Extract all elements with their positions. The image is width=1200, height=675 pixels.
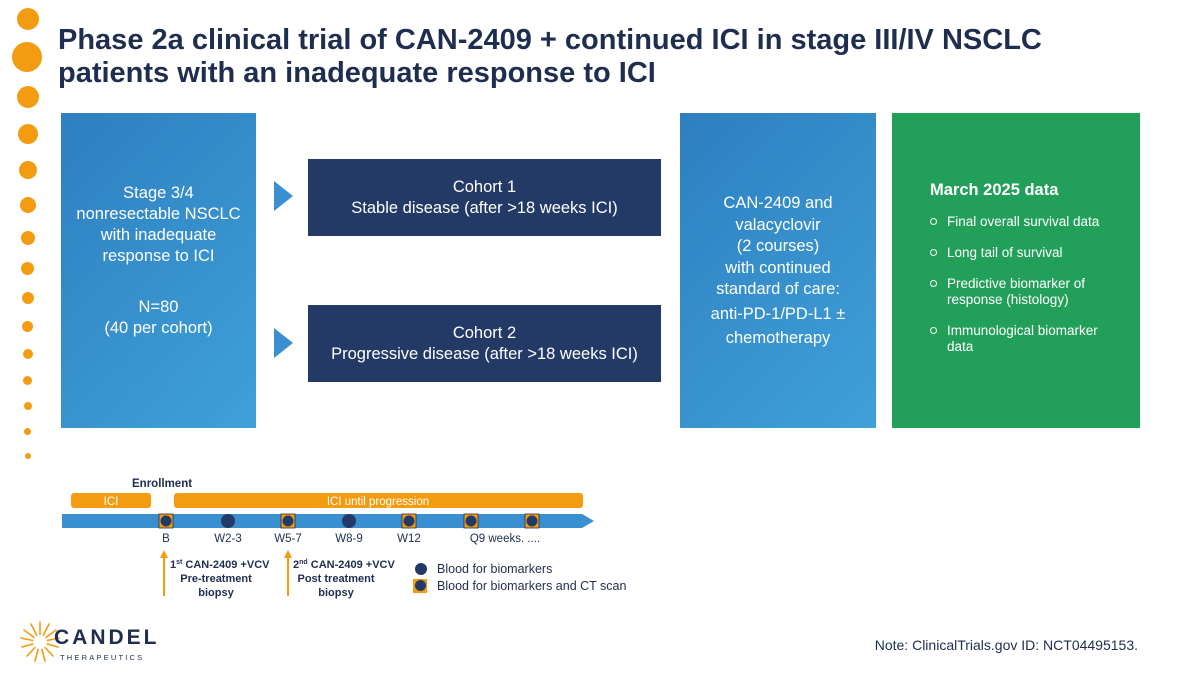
population-line: Stage 3/4 <box>123 184 194 202</box>
sample-size: N=80 <box>138 298 179 316</box>
timeline-arrow <box>62 514 594 528</box>
cohort-2-name: Cohort 2 <box>452 323 517 342</box>
cohort-2-description: Progressive disease (after >18 weeks ICI… <box>331 344 638 363</box>
population-box: Stage 3/4 nonresectable NSCLC with inade… <box>61 113 256 428</box>
blood-marker <box>221 514 235 528</box>
treatment-line: valacyclovir <box>735 215 821 234</box>
blood-ct-marker-icon <box>413 578 427 593</box>
logo-subtitle: THERAPEUTICS <box>60 653 145 662</box>
cohort-1-name: Cohort 1 <box>452 177 517 196</box>
population-line: response to ICI <box>102 247 215 265</box>
blood-ct-marker-dot <box>282 515 294 527</box>
tick-label: Q9 weeks. .... <box>470 533 540 545</box>
blood-marker-icon <box>415 562 427 575</box>
footnote: Note: ClinicalTrials.gov ID: NCT04495153… <box>874 637 1138 653</box>
dose-1-sub-1: Pre-treatment <box>180 573 252 585</box>
decorative-dot <box>12 42 42 72</box>
blood-ct-marker-dot <box>465 515 477 527</box>
data-box-heading: March 2025 data <box>930 181 1059 199</box>
page-title-line-1: Phase 2a clinical trial of CAN-2409 + co… <box>58 24 1042 56</box>
decorative-dot <box>18 124 38 144</box>
cohort-1-box: Cohort 1 Stable disease (after >18 weeks… <box>308 159 661 236</box>
enrollment-label: Enrollment <box>132 478 192 490</box>
legend-label: Blood for biomarkers and CT scan <box>437 578 627 593</box>
list-item: Long tail of survival <box>930 245 1120 261</box>
decorative-dot <box>21 262 34 275</box>
dose-1-sub-2: biopsy <box>198 587 234 599</box>
treatment-line: standard of care: <box>716 280 840 298</box>
blood-marker <box>342 514 356 528</box>
treatment-line: CAN-2409 and <box>723 194 833 212</box>
list-item: Immunological biomarker data <box>930 323 1120 355</box>
page-title-line-2: patients with an inadequate response to … <box>58 57 656 89</box>
population-line: with inadequate <box>100 226 217 244</box>
population-line: nonresectable NSCLC <box>76 205 241 223</box>
logo-wordmark: CANDEL <box>54 626 160 649</box>
dose-2-sub-1: Post treatment <box>297 573 374 585</box>
decorative-dot <box>17 8 39 30</box>
tick-label: B <box>162 533 170 545</box>
treatment-line: with continued <box>725 258 831 277</box>
treatment-box: CAN-2409 and valacyclovir (2 courses) wi… <box>680 113 876 428</box>
list-item: Predictive biomarker of response (histol… <box>930 276 1120 308</box>
decorative-dot <box>22 292 34 304</box>
arrow-right-icon <box>274 181 293 211</box>
decorative-dot <box>24 428 31 435</box>
cohort-1-description: Stable disease (after >18 weeks ICI) <box>351 198 618 217</box>
list-item: Final overall survival data <box>930 214 1120 230</box>
tick-label: W8-9 <box>335 533 362 545</box>
treatment-line: chemotherapy <box>725 329 831 347</box>
arrow-right-icon <box>274 328 293 358</box>
legend-item-blood: Blood for biomarkers <box>413 560 626 577</box>
sample-size-detail: (40 per cohort) <box>104 319 213 337</box>
dose-2-sub-2: biopsy <box>318 587 354 599</box>
treatment-line: (2 courses) <box>736 237 820 255</box>
ici-label: ICI <box>104 496 119 508</box>
timeline: Enrollment ICI ICI until progression B W… <box>62 478 594 599</box>
legend: Blood for biomarkers Blood for biomarker… <box>413 560 626 594</box>
decorative-dot <box>24 402 32 410</box>
legend-item-blood-ct: Blood for biomarkers and CT scan <box>413 577 626 594</box>
decorative-dot <box>23 376 32 385</box>
tick-label: W5-7 <box>274 533 301 545</box>
decorative-dot <box>21 231 35 245</box>
arrow-up-icon <box>284 550 292 558</box>
decorative-dots <box>0 0 60 470</box>
tick-label: W2-3 <box>214 533 241 545</box>
decorative-dot <box>23 349 33 359</box>
decorative-dot <box>25 453 31 459</box>
legend-label: Blood for biomarkers <box>437 561 553 576</box>
dose-1-label: 1st CAN-2409 +VCV <box>170 559 270 571</box>
ici-bar <box>71 493 151 508</box>
dose-2-label: 2nd CAN-2409 +VCV <box>293 559 395 571</box>
data-box-list: Final overall survival data Long tail of… <box>930 214 1120 355</box>
blood-ct-marker-dot <box>160 515 172 527</box>
ici-until-progression-label: ICI until progression <box>327 496 429 508</box>
blood-ct-marker-dot <box>526 515 538 527</box>
data-box: March 2025 data Final overall survival d… <box>892 113 1140 428</box>
arrow-up-icon <box>160 550 168 558</box>
tick-label: W12 <box>397 533 421 545</box>
cohort-2-box: Cohort 2 Progressive disease (after >18 … <box>308 305 661 382</box>
page-title: Phase 2a clinical trial of CAN-2409 + co… <box>58 24 1178 90</box>
decorative-dot <box>20 197 36 213</box>
decorative-dot <box>22 321 33 332</box>
candel-sunburst-logo <box>20 621 60 662</box>
decorative-dot <box>19 161 37 179</box>
ici-until-progression-bar <box>174 493 583 508</box>
blood-ct-marker-dot <box>403 515 415 527</box>
treatment-line: anti-PD-1/PD-L1 ± <box>710 304 846 323</box>
decorative-dot <box>17 86 39 108</box>
